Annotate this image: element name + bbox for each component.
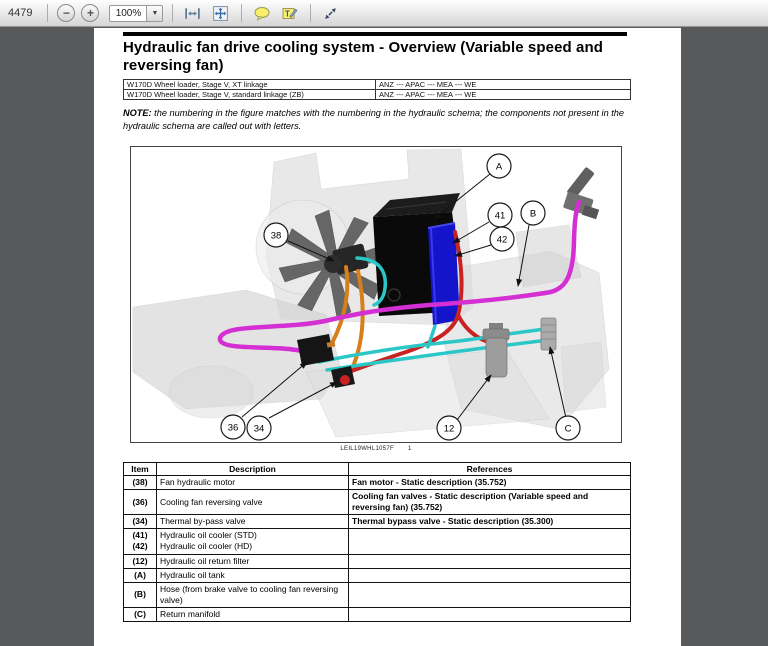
figure-box: 38 A 41 42 B 36 34 12 C [130,146,622,444]
text-annotation-icon: T [282,7,298,19]
figure-caption: LEIL19WHL1057F 1 [130,446,622,452]
svg-text:41: 41 [495,211,506,222]
regions-cell: ANZ --- APAC --- MEA --- WE [375,79,631,91]
model-cell: W170D Wheel loader, Stage V, XT linkage [123,79,376,91]
zoom-out-button[interactable]: − [57,4,76,22]
description-cell: Hydraulic oil return filter [156,553,349,569]
table-row: (A) Hydraulic oil tank [123,567,631,583]
section-divider-bar [123,32,627,36]
return-manifold [540,317,557,351]
zoom-level-input[interactable]: 100% [109,4,148,22]
model-table-row: W170D Wheel loader, Stage V, XT linkage … [123,79,631,91]
description-cell: Hydraulic oil tank [156,567,349,583]
item-cell: (38) [123,475,157,491]
expand-icon [325,7,337,19]
zoom-in-button[interactable]: + [81,4,100,22]
svg-text:34: 34 [254,424,265,435]
toolbar-separator [241,4,243,22]
regions-cell: ANZ --- APAC --- MEA --- WE [375,89,631,101]
items-table: Item Description References (38) Fan hyd… [123,462,631,622]
svg-text:A: A [496,162,503,173]
svg-text:38: 38 [271,231,282,242]
description-cell: Hydraulic oil cooler (STD) Hydraulic oil… [156,528,349,555]
fit-width-icon [185,7,201,19]
fit-width-button[interactable] [182,2,204,24]
comment-icon [254,6,270,21]
text-annotation-button[interactable]: T [279,2,301,24]
fit-page-button[interactable] [210,2,232,24]
hydraulic-oil-cooler [427,222,460,326]
reference-cell [348,606,631,622]
item-cell: (12) [123,553,157,569]
col-header-item: Item [123,462,157,477]
comment-button[interactable] [251,2,273,24]
svg-text:12: 12 [444,424,455,435]
toolbar: 4479 − + 100% ▼ [0,0,768,27]
fit-page-icon [213,5,229,21]
table-row: (41) (42) Hydraulic oil cooler (STD) Hyd… [123,528,631,555]
svg-text:42: 42 [497,235,508,246]
hydraulic-oil-return-filter [482,323,510,378]
table-row: (12) Hydraulic oil return filter [123,553,631,569]
reference-cell [348,581,631,608]
item-cell: (36) [123,489,157,516]
toolbar-separator [172,4,174,22]
hose-magenta [217,199,582,355]
col-header-description: Description [156,462,349,477]
description-cell: Thermal by-pass valve [156,514,349,530]
item-cell: (34) [123,514,157,530]
item-cell: (C) [123,606,157,622]
brake-valve [563,167,600,220]
model-table: W170D Wheel loader, Stage V, XT linkage … [123,79,631,101]
expand-button[interactable] [320,2,342,24]
cooling-fan-reversing-valve [297,334,336,367]
model-cell: W170D Wheel loader, Stage V, standard li… [123,89,376,101]
document-page: Hydraulic fan drive cooling system - Ove… [94,28,681,646]
page-title: Hydraulic fan drive cooling system - Ove… [123,39,604,74]
table-row: (38) Fan hydraulic motor Fan motor - Sta… [123,475,631,491]
note-text: the numbering in the figure matches with… [123,108,625,131]
callout-labels: 38 A 41 42 B 36 34 12 C [220,153,581,441]
description-cell: Fan hydraulic motor [156,475,349,491]
items-table-header-row: Item Description References [123,462,631,477]
thermal-bypass-valve [331,366,355,389]
svg-text:36: 36 [228,423,239,434]
table-row: (B) Hose (from brake valve to cooling fa… [123,581,631,608]
table-row: (C) Return manifold [123,606,631,622]
item-cell: (B) [123,581,157,608]
note-label: NOTE: [123,108,152,119]
item-cell: (A) [123,567,157,583]
description-cell: Return manifold [156,606,349,622]
reference-link[interactable]: Thermal bypass valve - Static descriptio… [348,514,631,530]
toolbar-separator [310,4,312,22]
toolbar-separator [47,4,49,22]
viewer-canvas[interactable]: Hydraulic fan drive cooling system - Ove… [0,28,768,646]
table-row: (36) Cooling fan reversing valve Cooling… [123,489,631,516]
callout-arrows [241,173,567,421]
reference-cell [348,528,631,555]
svg-text:T: T [285,9,290,18]
description-cell: Hose (from brake valve to cooling fan re… [156,581,349,608]
reference-cell [348,567,631,583]
figure-id: LEIL19WHL1057F [340,446,394,453]
description-cell: Cooling fan reversing valve [156,489,349,516]
hose-cyan [317,256,550,372]
model-table-row: W170D Wheel loader, Stage V, standard li… [123,89,631,101]
hydraulic-diagram: 38 A 41 42 B 36 34 12 C [132,148,610,441]
col-header-references: References [348,462,631,477]
reference-link[interactable]: Fan motor - Static description (35.752) [348,475,631,491]
note-paragraph: NOTE: the numbering in the figure matche… [123,107,629,132]
reference-cell [348,553,631,569]
item-cell: (41) (42) [123,528,157,555]
figure-number: 1 [407,446,412,453]
reference-link[interactable]: Cooling fan valves - Static description … [348,489,631,516]
svg-text:C: C [565,424,572,435]
page-number[interactable]: 4479 [8,7,33,19]
zoom-dropdown-button[interactable]: ▼ [147,4,164,22]
svg-text:B: B [530,209,536,220]
table-row: (34) Thermal by-pass valve Thermal bypas… [123,514,631,530]
